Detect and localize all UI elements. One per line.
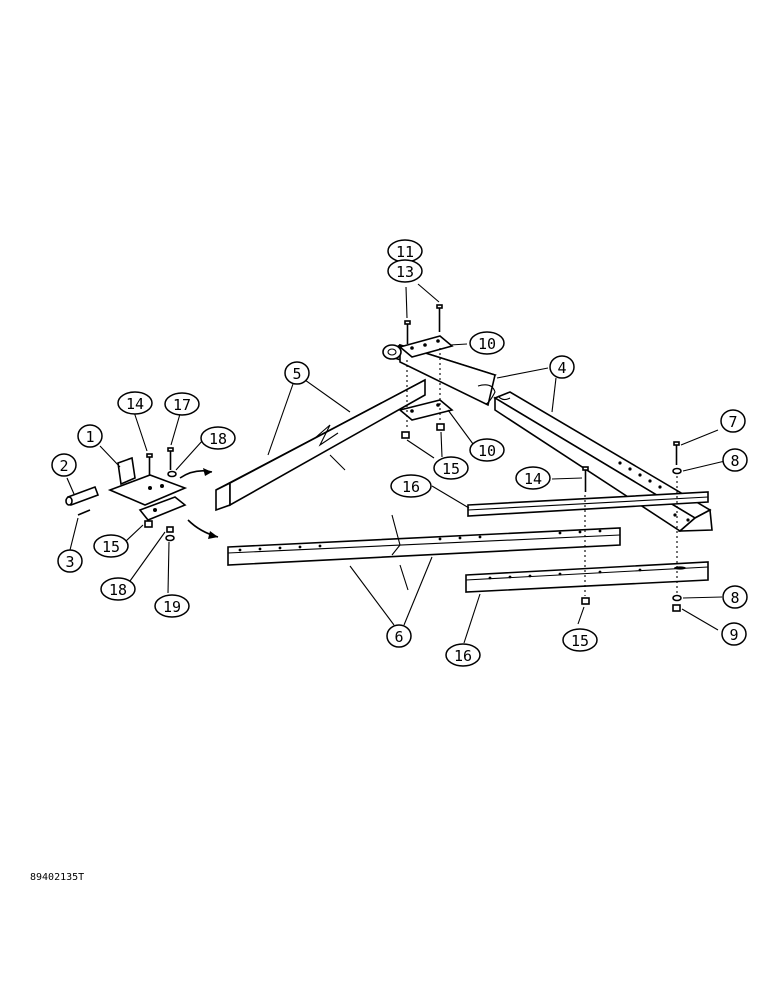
swing-arrows bbox=[179, 468, 219, 539]
callout-circle bbox=[284, 361, 310, 385]
callout-label: 19 bbox=[163, 598, 181, 616]
callout-label: 15 bbox=[571, 632, 589, 650]
callout-3: 3 bbox=[57, 549, 83, 573]
callout-circle bbox=[93, 534, 129, 558]
bolt-part-14-right bbox=[582, 466, 589, 492]
callout-circle bbox=[722, 585, 748, 609]
callout-circle bbox=[57, 549, 83, 573]
tube-part-5 bbox=[215, 378, 426, 512]
callout-label: 7 bbox=[728, 413, 737, 431]
callout-17: 17 bbox=[164, 392, 200, 416]
callout-label: 5 bbox=[292, 365, 301, 383]
callout-label: 10 bbox=[478, 442, 496, 460]
callout-label: 15 bbox=[442, 460, 460, 478]
callout-circle bbox=[117, 391, 153, 415]
callout-label: 16 bbox=[402, 478, 420, 496]
callout-circle bbox=[77, 424, 103, 448]
callout-14: 14 bbox=[117, 391, 153, 415]
callout-circle bbox=[100, 577, 136, 601]
callout-15: 15 bbox=[433, 456, 469, 480]
callout-label: 6 bbox=[394, 628, 403, 646]
callout-label: 16 bbox=[454, 647, 472, 665]
callout-9: 9 bbox=[721, 622, 747, 646]
cotter-pin-part-3 bbox=[77, 509, 91, 516]
callout-label: 13 bbox=[396, 263, 414, 281]
drawing-number: 89402135T bbox=[30, 872, 84, 883]
callout-16: 16 bbox=[445, 643, 481, 667]
callout-label: 15 bbox=[102, 538, 120, 556]
alignment-lines bbox=[406, 348, 678, 596]
bar-part-16-upper bbox=[467, 491, 709, 517]
callout-group: 11 13 10 4 5 10 15 14 17 1 18 2 15 3 18 19 16 14 7 8 6 16 15 8 9 bbox=[51, 239, 748, 667]
hinge-hardware bbox=[144, 447, 177, 542]
callout-8: 8 bbox=[722, 585, 748, 609]
callout-10: 10 bbox=[469, 438, 505, 462]
callout-circle bbox=[164, 392, 200, 416]
callout-label: 10 bbox=[478, 335, 496, 353]
callout-circle bbox=[720, 409, 746, 433]
channel-part-6 bbox=[227, 514, 621, 591]
callout-label: 8 bbox=[730, 589, 739, 607]
callout-circle bbox=[386, 624, 412, 648]
callout-1: 1 bbox=[77, 424, 103, 448]
callout-label: 4 bbox=[557, 359, 566, 377]
callout-2: 2 bbox=[51, 453, 77, 477]
plate-part-10-upper bbox=[398, 335, 454, 358]
callout-label: 11 bbox=[396, 243, 414, 261]
callout-5: 5 bbox=[284, 361, 310, 385]
callout-11: 11 bbox=[387, 239, 423, 263]
bolts-part-11-13 bbox=[404, 304, 443, 344]
callout-circle bbox=[433, 456, 469, 480]
callout-label: 14 bbox=[126, 395, 144, 413]
callout-7: 7 bbox=[720, 409, 746, 433]
leader-lines bbox=[66, 283, 726, 644]
callout-circle bbox=[722, 448, 748, 472]
callout-19: 19 bbox=[154, 594, 190, 618]
callout-15: 15 bbox=[93, 534, 129, 558]
callout-16: 16 bbox=[390, 474, 432, 498]
nuts-part-15-center bbox=[401, 423, 445, 439]
plate-part-10-lower bbox=[398, 399, 454, 421]
callout-label: 2 bbox=[59, 457, 68, 475]
callout-label: 1 bbox=[85, 428, 94, 446]
callout-circle bbox=[515, 466, 551, 490]
callout-14: 14 bbox=[515, 466, 551, 490]
callout-circle bbox=[469, 331, 505, 355]
callout-label: 3 bbox=[65, 553, 74, 571]
callout-circle bbox=[51, 453, 77, 477]
callout-18: 18 bbox=[100, 577, 136, 601]
callout-circle bbox=[387, 259, 423, 283]
washers-part-8 bbox=[672, 467, 682, 602]
nut-part-9 bbox=[672, 604, 681, 612]
callout-4: 4 bbox=[549, 355, 575, 379]
callout-circle bbox=[445, 643, 481, 667]
nut-part-15-right bbox=[581, 597, 590, 605]
callout-circle bbox=[549, 355, 575, 379]
channel-part-16-lower bbox=[465, 561, 709, 593]
callout-label: 8 bbox=[730, 452, 739, 470]
callout-label: 14 bbox=[524, 470, 542, 488]
callout-circle bbox=[200, 426, 236, 450]
callout-6: 6 bbox=[386, 624, 412, 648]
callout-label: 18 bbox=[109, 581, 127, 599]
bolt-part-7 bbox=[673, 441, 680, 465]
callout-10: 10 bbox=[469, 331, 505, 355]
pin-part-2 bbox=[65, 485, 100, 507]
callout-circle bbox=[469, 438, 505, 462]
callout-circle bbox=[154, 594, 190, 618]
callout-label: 9 bbox=[729, 626, 738, 644]
callout-15: 15 bbox=[562, 628, 598, 652]
hinge-bracket-part-1 bbox=[107, 456, 188, 521]
callout-label: 18 bbox=[209, 430, 227, 448]
callout-8: 8 bbox=[722, 448, 748, 472]
callout-circle bbox=[562, 628, 598, 652]
callout-18: 18 bbox=[200, 426, 236, 450]
callout-circle bbox=[721, 622, 747, 646]
callout-13: 13 bbox=[387, 259, 423, 283]
callout-label: 17 bbox=[173, 396, 191, 414]
callout-circle bbox=[390, 474, 432, 498]
